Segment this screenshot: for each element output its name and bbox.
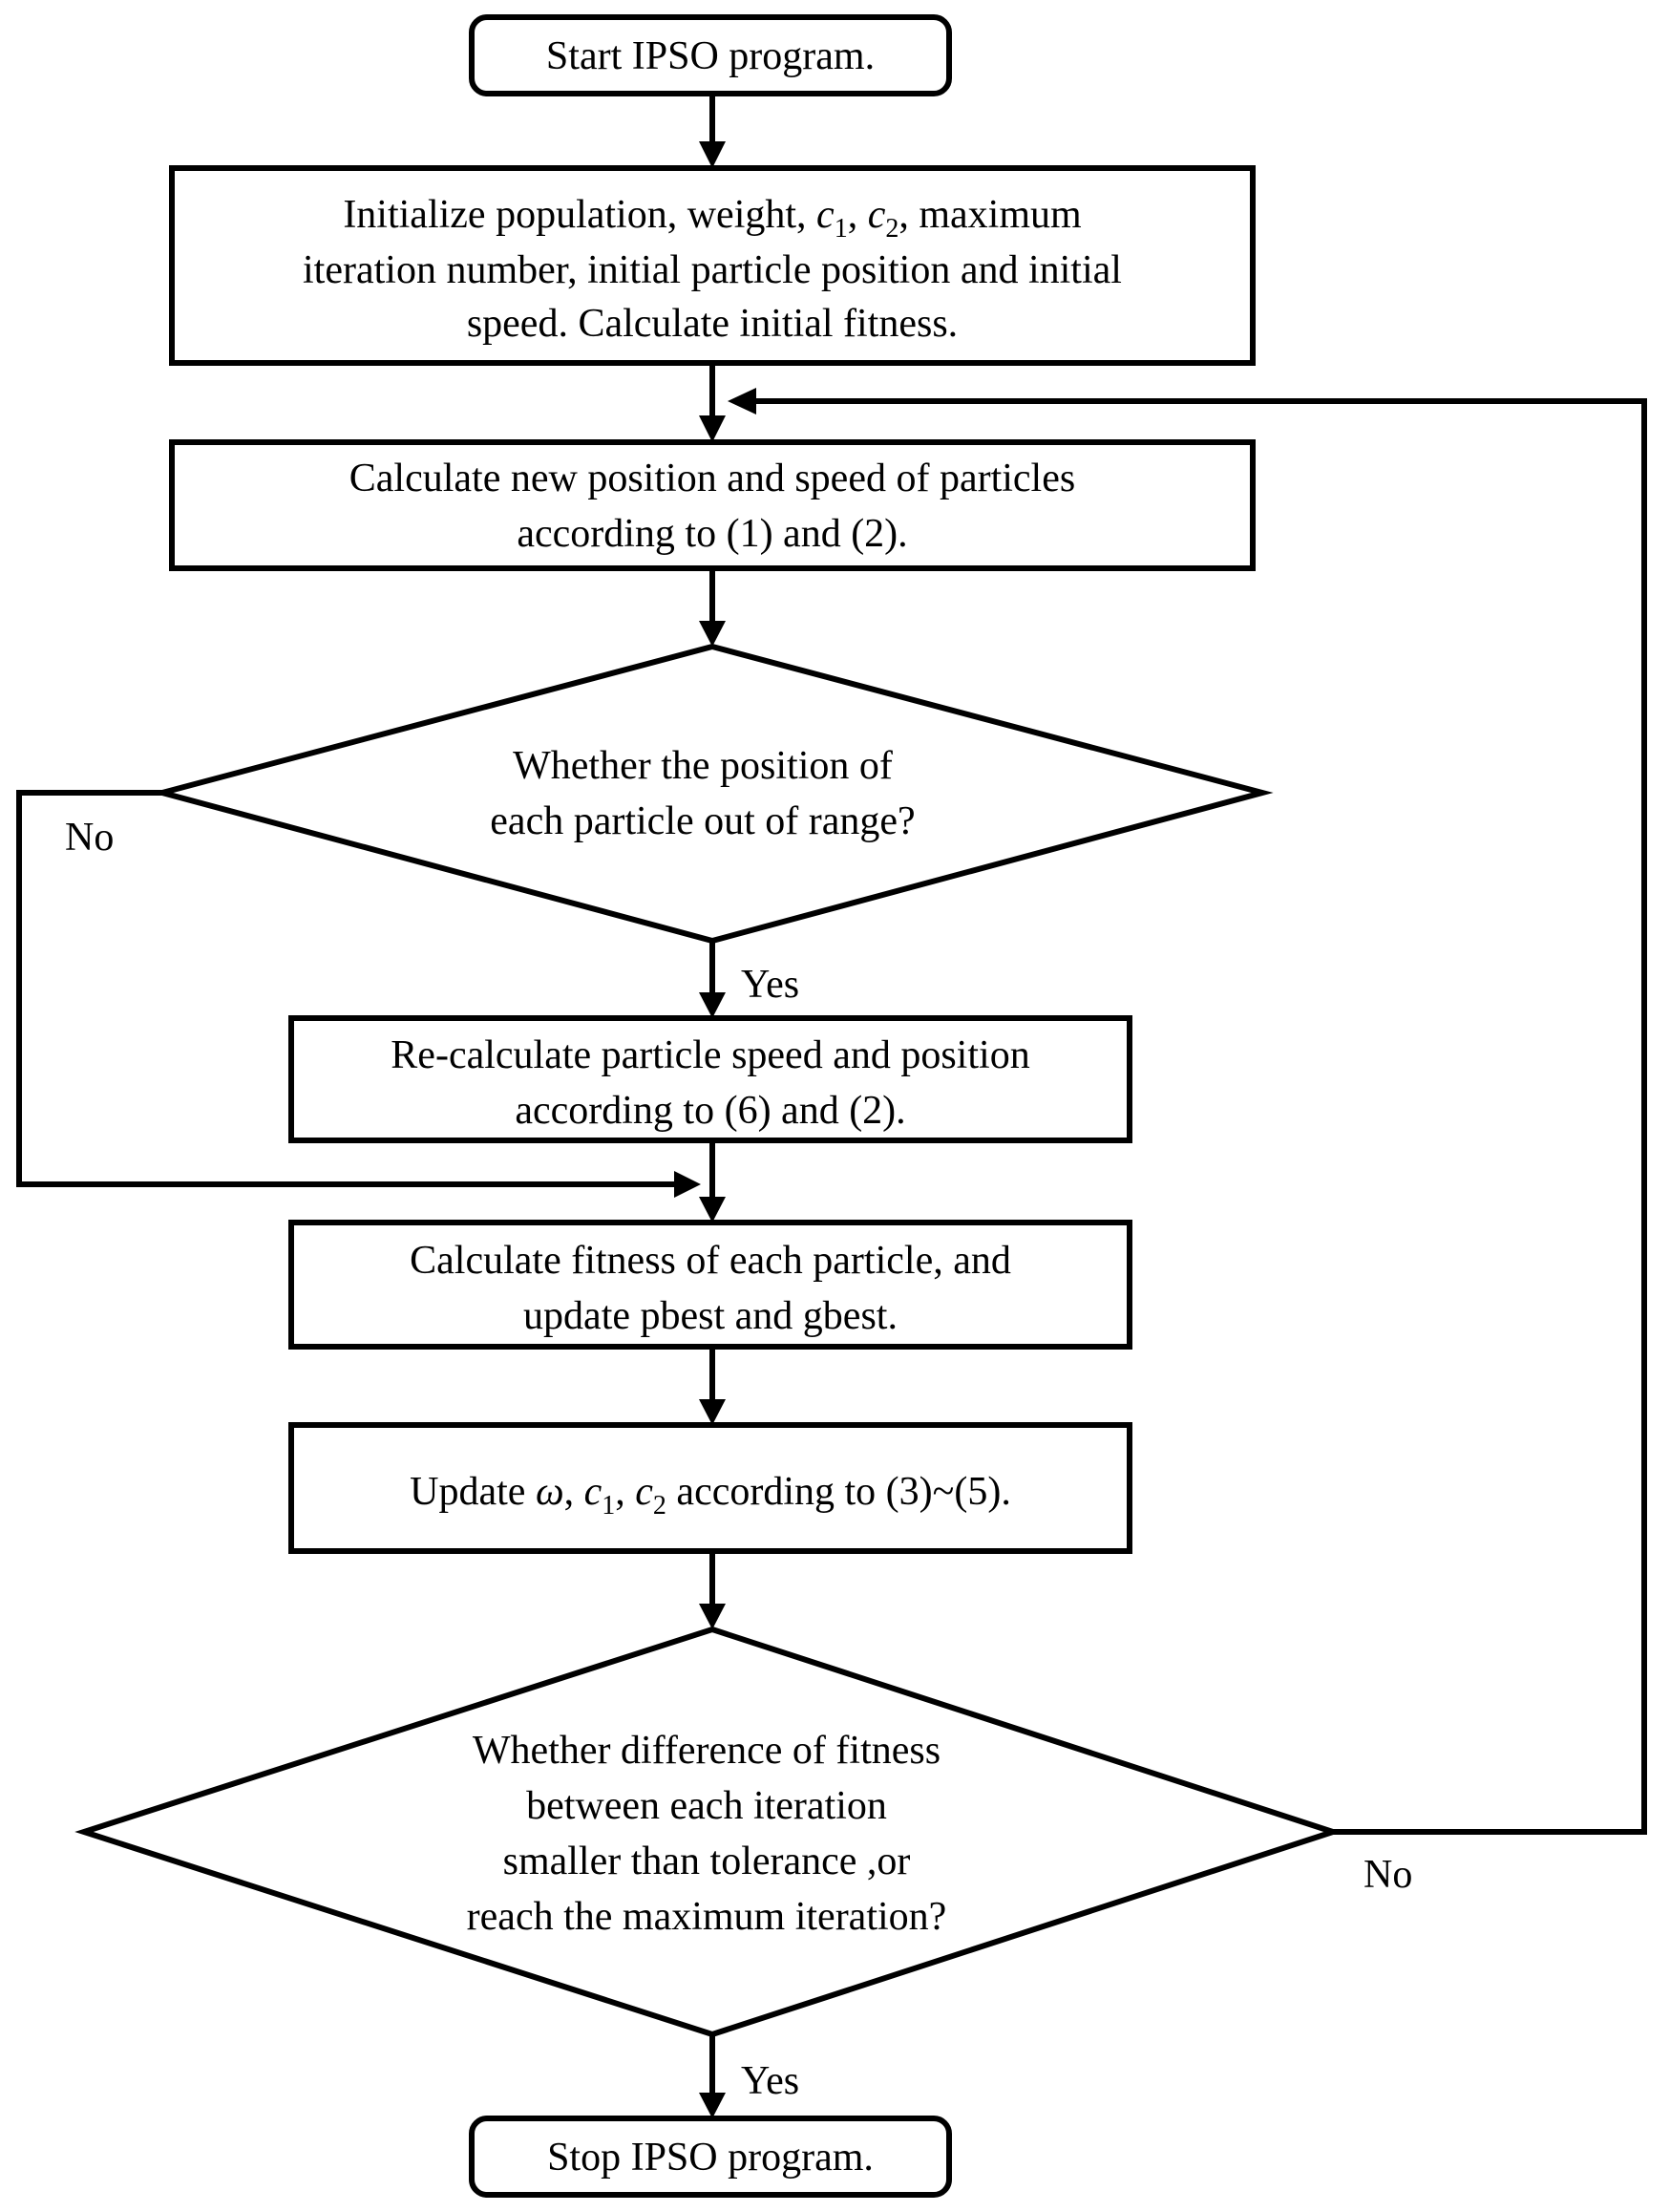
calc-position-line-2: according to (1) and (2). <box>517 512 907 556</box>
range-check-line-2: each particle out of range? <box>490 799 915 843</box>
range-no-label: No <box>65 816 114 860</box>
arrow-calc-to-range <box>699 568 726 647</box>
recalc-node: Re-calculate particle speed and position… <box>288 1015 1132 1143</box>
start-label: Start IPSO program. <box>546 34 875 78</box>
fitness-node: Calculate fitness of each particle, and … <box>288 1220 1132 1350</box>
loop-back-line <box>728 388 1647 1835</box>
start-node: Start IPSO program. <box>469 14 952 96</box>
arrow-fitness-to-update <box>699 1347 726 1425</box>
arrow-start-to-init <box>699 94 726 168</box>
fitness-line-2: update pbest and gbest. <box>523 1294 898 1338</box>
stop-node: Stop IPSO program. <box>469 2116 952 2198</box>
range-check-line-1: Whether the position of <box>513 744 893 788</box>
initialize-line-1: Initialize population, weight, c1, c2, m… <box>343 193 1082 244</box>
stop-label: Stop IPSO program. <box>547 2136 874 2180</box>
recalc-line-2: according to (6) and (2). <box>515 1089 905 1133</box>
fitness-line-1: Calculate fitness of each particle, and <box>410 1239 1011 1283</box>
update-coefficients-node: Update ω, c1, c2 according to (3)~(5). <box>288 1422 1132 1554</box>
calc-position-node: Calculate new position and speed of part… <box>169 439 1256 571</box>
stop-check-line-3: smaller than tolerance ,or <box>503 1840 911 1883</box>
arrow-init-to-calc <box>699 363 726 442</box>
calc-position-line-1: Calculate new position and speed of part… <box>349 457 1075 500</box>
recalc-line-1: Re-calculate particle speed and position <box>391 1033 1029 1077</box>
stop-yes-label: Yes <box>741 2059 799 2103</box>
stop-no-label: No <box>1363 1853 1412 1897</box>
range-check-decision: Whether the position of each particle ou… <box>151 643 1274 945</box>
stop-check-line-4: reach the maximum iteration? <box>467 1895 947 1939</box>
stop-check-line-2: between each iteration <box>526 1784 887 1828</box>
initialize-line-2: iteration number, initial particle posit… <box>303 248 1122 292</box>
arrow-update-to-stopcheck <box>699 1551 726 1629</box>
stop-check-decision: Whether difference of fitness between ea… <box>74 1626 1342 2038</box>
range-yes-label: Yes <box>741 963 799 1007</box>
arrow-stopcheck-yes-to-stop <box>699 2034 726 2118</box>
update-coefficients-label: Update ω, c1, c2 according to (3)~(5). <box>410 1470 1011 1521</box>
initialize-node: Initialize population, weight, c1, c2, m… <box>169 165 1256 366</box>
initialize-line-3: speed. Calculate initial fitness. <box>467 302 958 346</box>
arrow-range-yes-to-recalc <box>699 941 726 1018</box>
range-no-bypass-line <box>16 790 701 1198</box>
arrow-recalc-to-fitness <box>699 1140 726 1223</box>
stop-check-line-1: Whether difference of fitness <box>473 1729 941 1773</box>
